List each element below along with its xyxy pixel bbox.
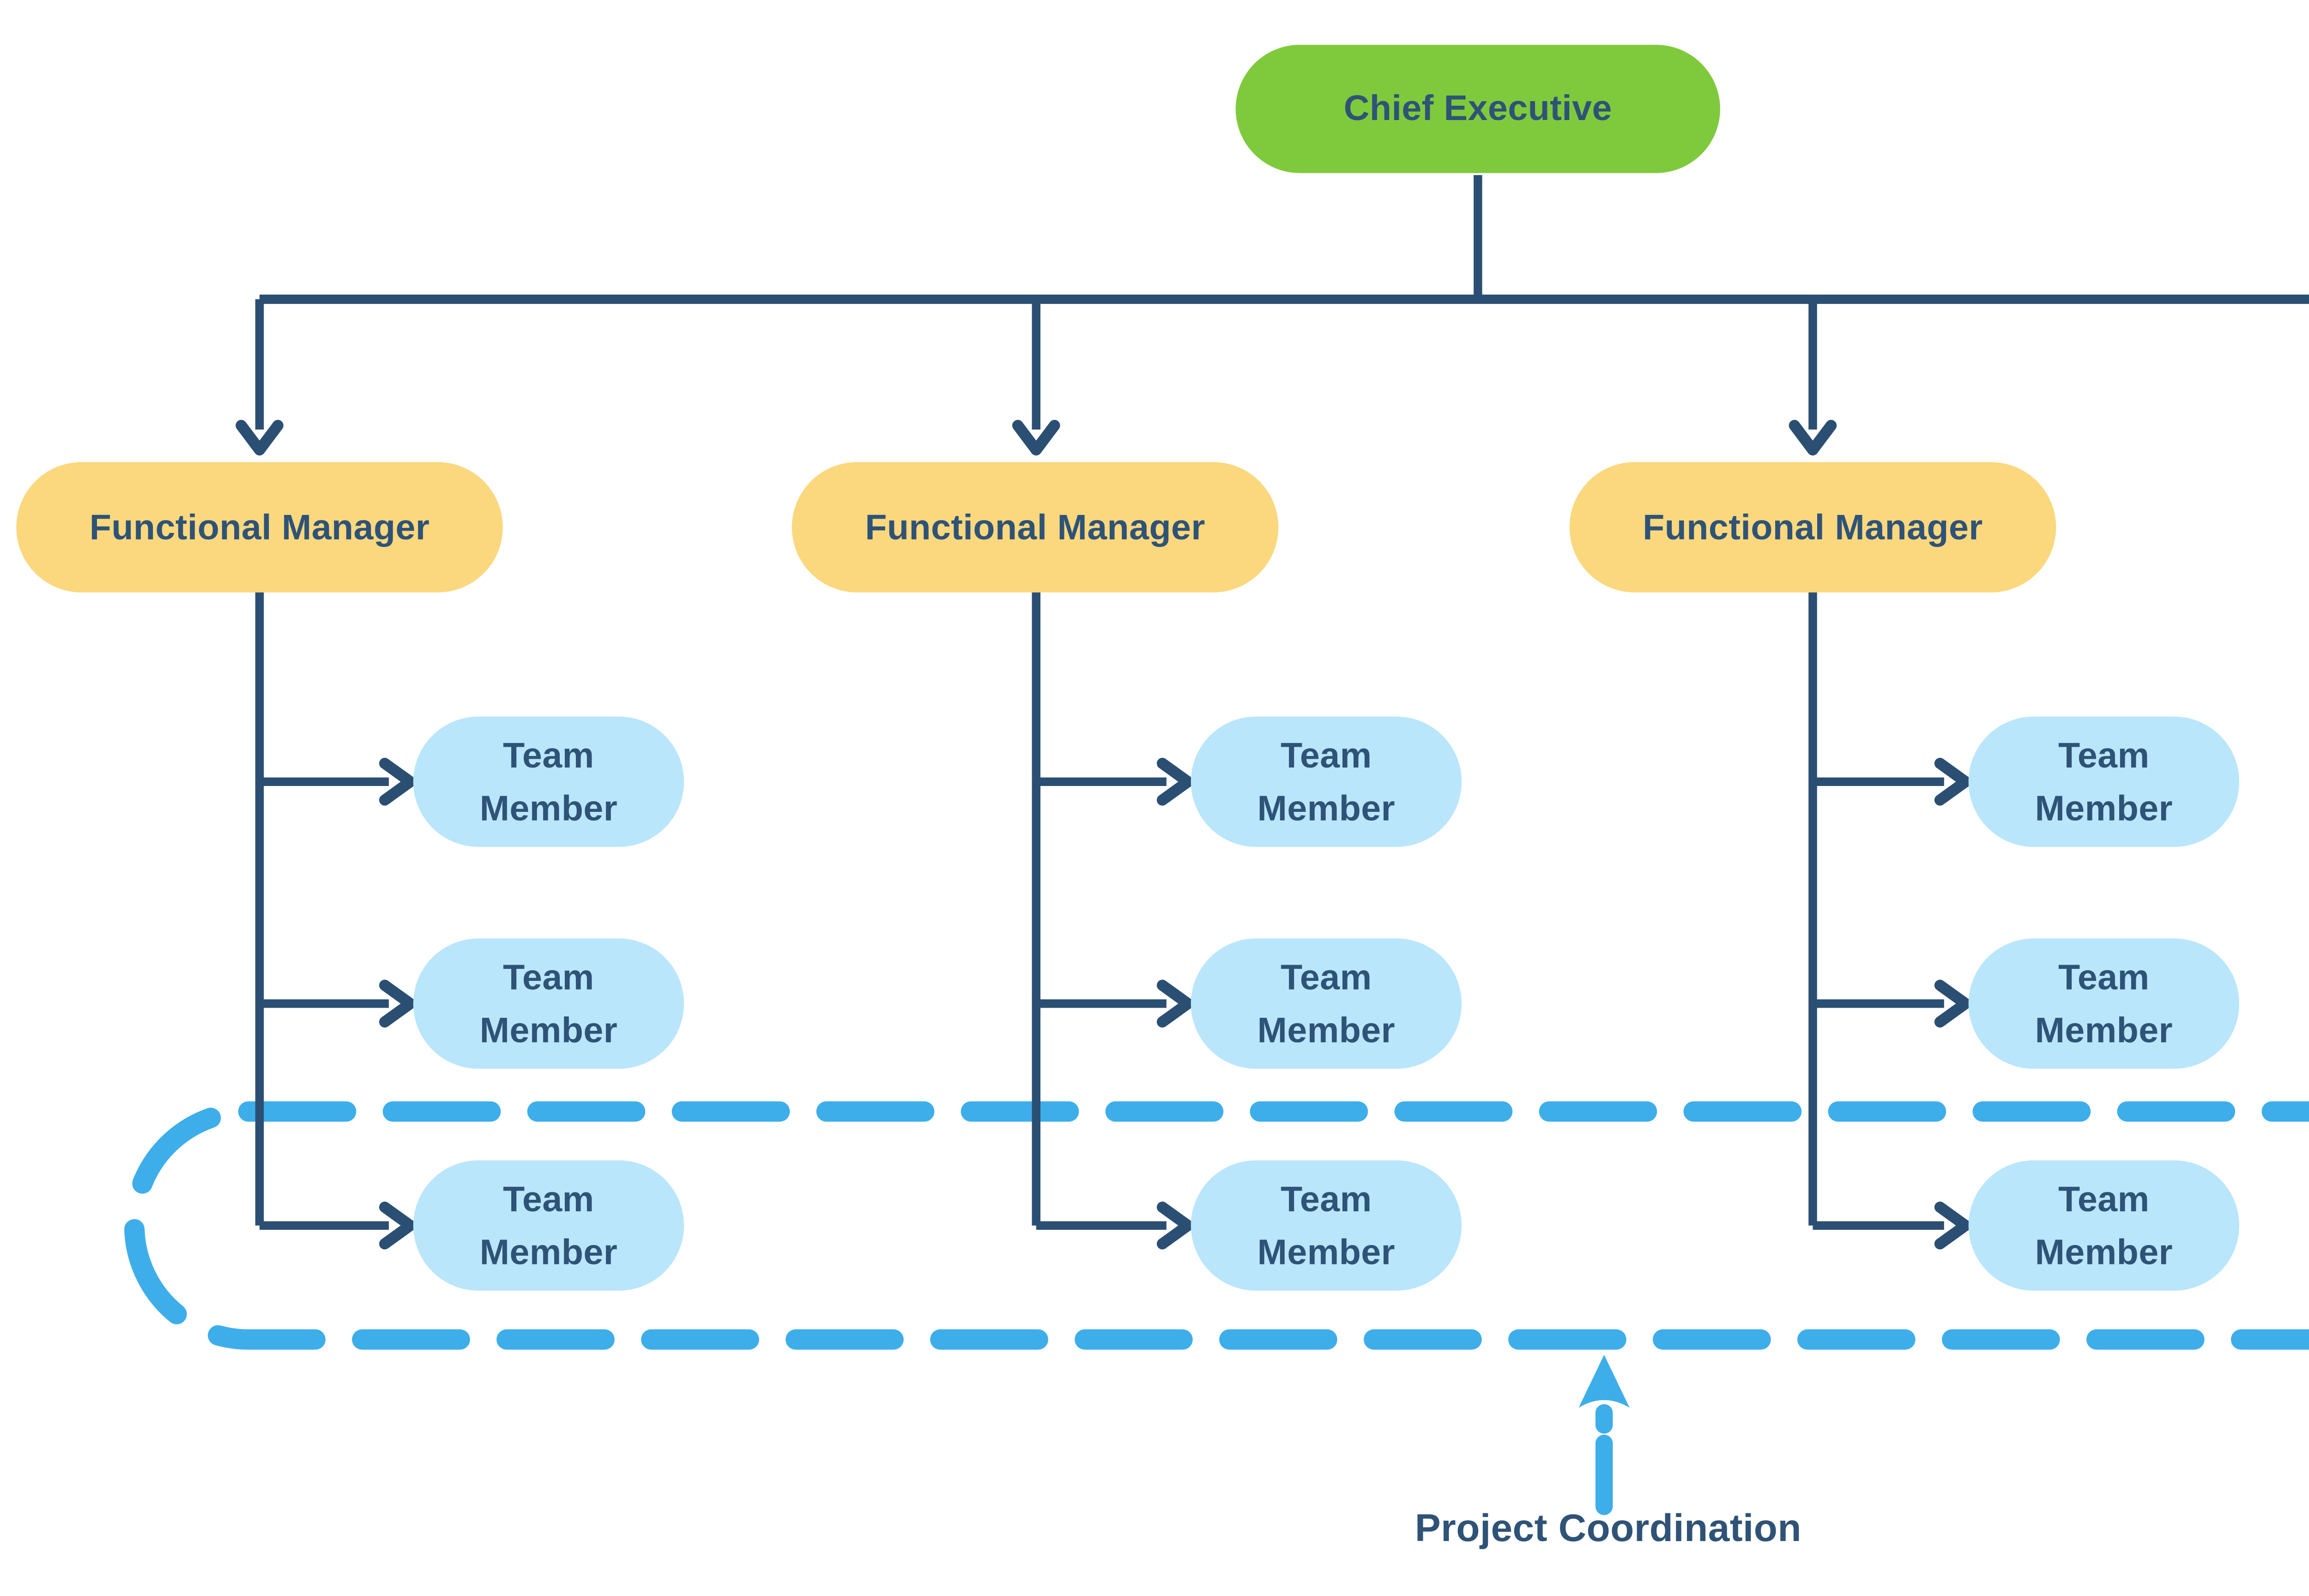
connector-functional-manager-2-tree	[1032, 592, 1167, 1230]
team-member-line2: Member	[479, 1231, 618, 1273]
node-functional-manager-1-label: Functional Manager	[89, 506, 430, 547]
right-arrow-icon	[1934, 757, 1971, 806]
team-member-line2: Member	[1257, 1231, 1396, 1273]
right-arrow-icon	[379, 979, 416, 1028]
team-member-line2: Member	[2035, 1010, 2173, 1051]
node-team-member: Team Member	[1968, 938, 2239, 1069]
node-functional-manager-3: Functional Manager	[1569, 462, 2056, 592]
node-team-member: Team Member	[1191, 1160, 1462, 1291]
down-arrow-icon	[1789, 420, 1837, 456]
team-member-line2: Member	[1257, 1010, 1396, 1051]
team-member-line1: Team	[503, 1179, 594, 1220]
node-chief-executive-label: Chief Executive	[1343, 87, 1612, 128]
right-arrow-icon	[1156, 979, 1194, 1028]
node-team-member: Team Member	[1191, 938, 1462, 1069]
team-member-line1: Team	[2058, 956, 2150, 998]
node-team-member: Team Member	[1191, 716, 1462, 847]
node-chief-executive: Chief Executive	[1235, 44, 1720, 173]
team-member-line1: Team	[503, 956, 594, 998]
connector-top-drops	[255, 299, 1817, 430]
team-member-line1: Team	[1281, 956, 1372, 998]
right-arrow-icon	[1156, 757, 1194, 806]
node-team-member: Team Member	[413, 1160, 684, 1291]
node-functional-manager-2: Functional Manager	[792, 462, 1279, 592]
right-arrow-icon	[379, 1201, 416, 1250]
node-functional-manager-2-label: Functional Manager	[865, 506, 1205, 547]
team-member-line2: Member	[479, 787, 618, 829]
up-arrow-icon	[1578, 1354, 1630, 1408]
right-arrow-icon	[1934, 979, 1971, 1028]
team-member-line1: Team	[2058, 735, 2150, 776]
team-member-line2: Member	[479, 1010, 618, 1051]
down-arrow-icon	[236, 420, 284, 456]
node-team-member: Team Member	[413, 938, 684, 1069]
right-arrow-icon	[1156, 1201, 1194, 1250]
team-member-line1: Team	[1281, 1179, 1372, 1220]
team-member-line2: Member	[2035, 1231, 2173, 1273]
node-team-member: Team Member	[1968, 716, 2239, 847]
node-team-member: Team Member	[1968, 1160, 2239, 1291]
team-member-line1: Team	[1281, 735, 1372, 776]
project-coordination-boundary	[124, 1101, 2309, 1350]
down-arrow-icon	[1012, 420, 1060, 456]
project-coordination-label: Project Coordination	[1414, 1508, 1802, 1552]
node-functional-manager-1: Functional Manager	[16, 462, 503, 592]
team-member-line2: Member	[1257, 787, 1396, 829]
team-member-line1: Team	[503, 735, 594, 776]
connector-functional-manager-1-tree	[255, 592, 389, 1230]
right-arrow-icon	[1934, 1201, 1971, 1250]
node-team-member: Team Member	[413, 716, 684, 847]
project-coordination-arrow	[1578, 1354, 1630, 1515]
team-member-line2: Member	[2035, 787, 2173, 829]
connector-functional-manager-3-tree	[1808, 592, 1944, 1230]
node-functional-manager-3-label: Functional Manager	[1643, 506, 1983, 547]
team-member-line1: Team	[2058, 1179, 2150, 1220]
right-arrow-icon	[379, 757, 416, 806]
